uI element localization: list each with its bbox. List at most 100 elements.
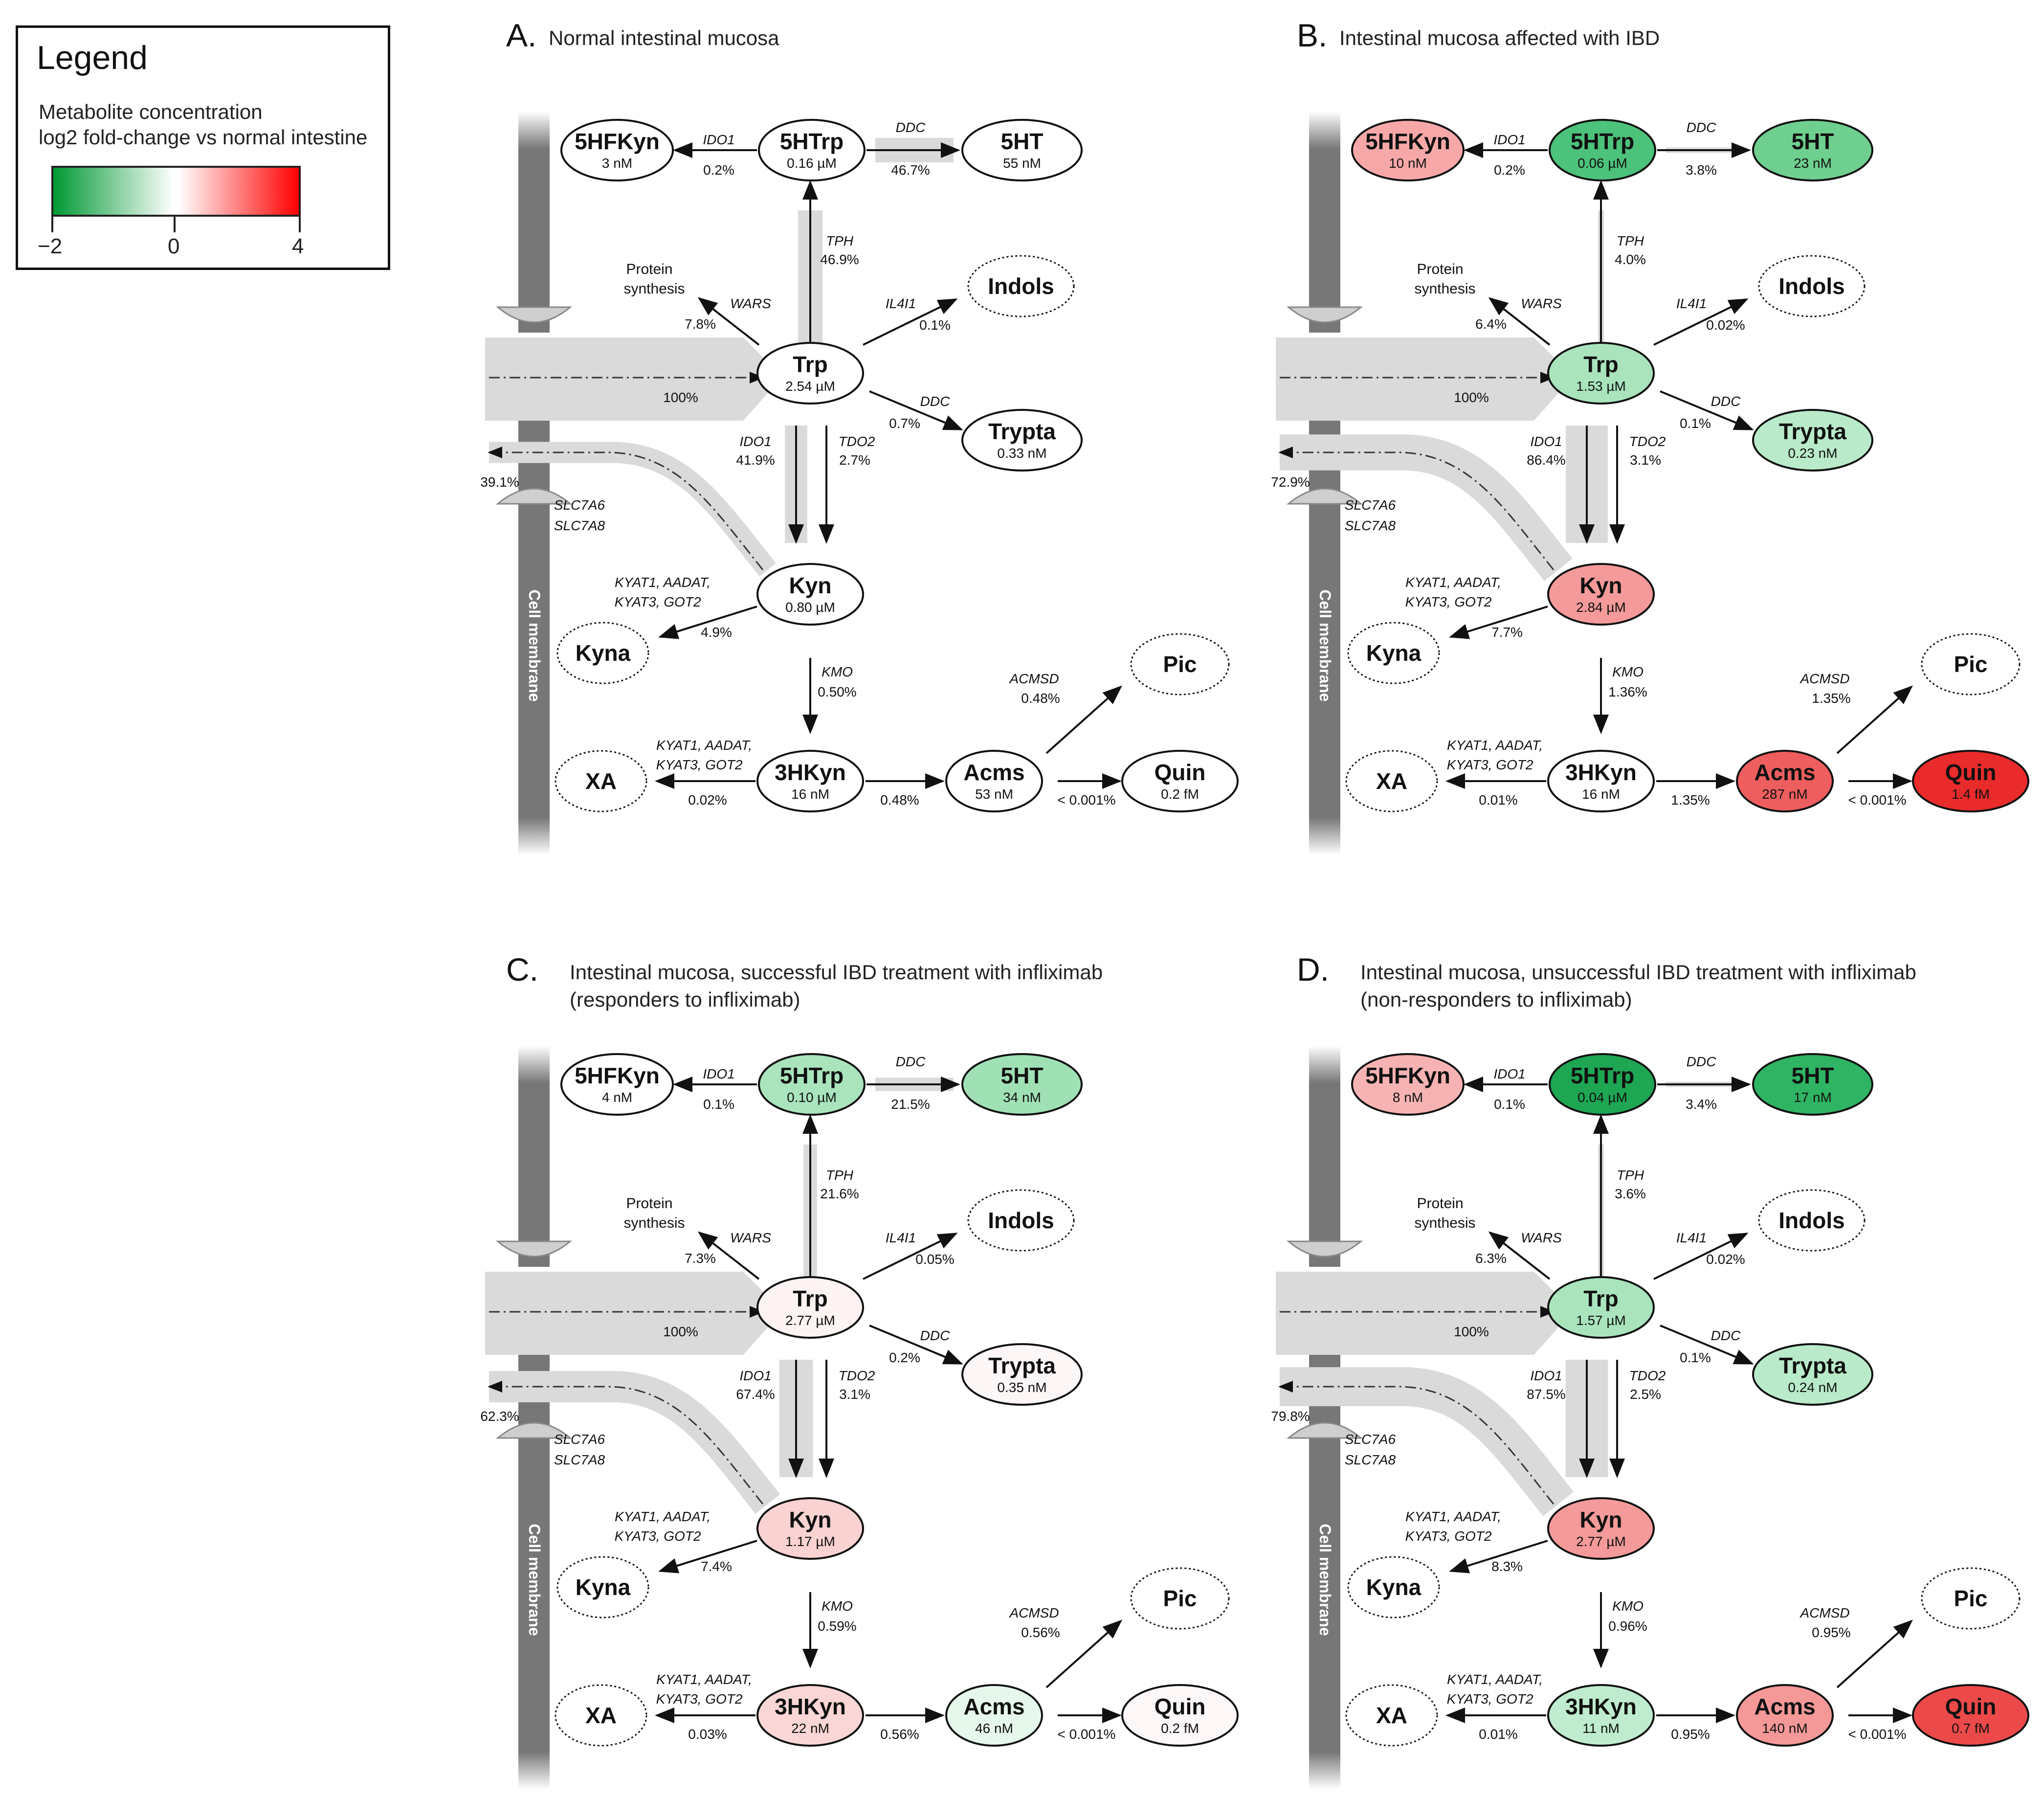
efflux-arrow [1278, 1381, 1555, 1505]
panel-letter: D. [1297, 951, 1329, 988]
node-trypta [961, 409, 1083, 472]
il4i1-percent: 0.1% [919, 317, 951, 333]
node-acms [1736, 1684, 1834, 1747]
node-trypta-conc: 0.23 nM [1788, 446, 1837, 461]
node-pic [1921, 1567, 2021, 1630]
efflux-arrow [488, 1381, 764, 1505]
wars-percent: 7.8% [685, 316, 716, 332]
kyat-kyna-label-1: KYAT1, AADAT, [1405, 575, 1501, 590]
kyat-xa-label-1: KYAT1, AADAT, [1447, 738, 1543, 753]
ido1-label: IDO1 [1530, 1368, 1562, 1383]
node-5ht-conc: 23 nM [1794, 156, 1832, 171]
node-trp-label: Trp [793, 352, 828, 377]
node-quin-label: Quin [1155, 760, 1206, 785]
protein-synthesis-1: Protein [1417, 261, 1463, 277]
node-trypta-label: Trypta [1779, 419, 1846, 444]
node-quin-conc: 1.4 fM [1952, 787, 1990, 802]
node-5htrp [1549, 1053, 1656, 1116]
transporter-bottom [495, 1422, 573, 1439]
kyna-percent: 7.7% [1491, 625, 1523, 640]
legend-tick-low [51, 217, 53, 232]
protein-synthesis-1: Protein [626, 261, 672, 277]
node-kyna-label: Kyna [576, 1574, 631, 1600]
influx-band [485, 1272, 782, 1355]
influx-percent: 100% [1454, 1324, 1489, 1339]
node-5hfkyn-label: 5HFKyn [1365, 1063, 1450, 1088]
il4i1-label: IL4I1 [1676, 1230, 1707, 1245]
tdo2-label: TDO2 [1629, 1368, 1666, 1383]
acmsd-arrow [1836, 1619, 1913, 1688]
node-xa-label: XA [585, 768, 617, 794]
node-3hkyn-label: 3HKyn [1565, 760, 1637, 785]
node-5ht-label: 5HT [1792, 129, 1834, 154]
node-pic-label: Pic [1954, 652, 1987, 677]
ido1-top-label: IDO1 [703, 132, 734, 147]
protein-synthesis-2: synthesis [1414, 1215, 1475, 1231]
node-kyn [756, 563, 864, 626]
tph-label: TPH [826, 1168, 854, 1183]
transporter-top [1286, 306, 1363, 323]
ido1-top-label: IDO1 [1493, 132, 1525, 147]
node-3hkyn [1547, 1684, 1655, 1747]
node-5hfkyn [1351, 119, 1465, 181]
cell-membrane [518, 1046, 550, 1789]
ddc-trypta-label: DDC [1711, 1328, 1741, 1343]
cell-membrane [1309, 1046, 1340, 1789]
node-quin [1912, 1684, 2029, 1747]
wars-percent: 7.3% [685, 1251, 716, 1266]
ido1-top-label: IDO1 [1493, 1066, 1525, 1081]
panel-title-line-1: Intestinal mucosa, unsuccessful IBD trea… [1360, 961, 1916, 984]
efflux-percent: 72.9% [1271, 474, 1310, 490]
ddc-trypta-arrow [869, 390, 963, 430]
node-kyn [1547, 1497, 1655, 1560]
acmsd-percent: 0.95% [1812, 1625, 1850, 1640]
node-acms-conc: 287 nM [1762, 787, 1807, 802]
node-5ht-label: 5HT [1001, 1063, 1044, 1088]
node-5hfkyn-conc: 8 nM [1393, 1090, 1423, 1105]
ido1-top-percent: 0.1% [703, 1097, 734, 1112]
kyat-xa-label-1: KYAT1, AADAT, [656, 1672, 752, 1687]
slc-label-1: SLC7A6 [554, 497, 605, 513]
node-3hkyn-label: 3HKyn [775, 760, 846, 785]
node-5htrp [758, 119, 866, 181]
xa-percent: 0.03% [688, 1727, 727, 1742]
quin-percent: < 0.001% [1057, 792, 1115, 808]
panel-title-line-2: (responders to infliximab) [570, 988, 800, 1011]
ddc-trypta-arrow [1660, 1325, 1754, 1365]
ido1-top-label: IDO1 [703, 1066, 734, 1081]
legend-line-2: log2 fold-change vs normal intestine [39, 126, 368, 149]
ido1-percent: 67.4% [736, 1387, 775, 1402]
panel-letter: C. [506, 951, 538, 988]
wars-arrow [697, 297, 760, 346]
panel-c: C.Intestinal mucosa, successful IBD trea… [480, 951, 1239, 1789]
node-5ht [1752, 119, 1873, 181]
node-3hkyn-conc: 16 nM [1582, 787, 1620, 802]
node-5htrp-conc: 0.16 µM [787, 156, 837, 171]
kmo-percent: 0.96% [1608, 1618, 1647, 1634]
node-quin [1912, 750, 2029, 812]
xa-percent: 0.01% [1479, 1727, 1517, 1742]
xa-percent: 0.02% [688, 792, 727, 808]
node-3hkyn-conc: 16 nM [791, 787, 829, 802]
ddc-top-label: DDC [896, 120, 926, 135]
slc-label-2: SLC7A8 [554, 518, 605, 533]
node-kyn-label: Kyn [1580, 1507, 1622, 1532]
kmo-label: KMO [822, 1598, 853, 1614]
wars-label: WARS [1521, 1230, 1562, 1245]
acms-percent: 0.48% [880, 792, 919, 808]
node-5htrp-conc: 0.06 µM [1577, 156, 1627, 171]
node-kyna [1347, 1556, 1440, 1618]
node-trp [1547, 1276, 1655, 1339]
node-acms [1736, 750, 1834, 812]
legend-tick-label-low: −2 [38, 234, 63, 258]
legend-tick-mid [174, 217, 176, 232]
kmo-label: KMO [1612, 664, 1644, 679]
wars-label: WARS [730, 296, 771, 311]
node-5htrp [758, 1053, 866, 1116]
node-acms-conc: 46 nM [975, 1721, 1013, 1736]
node-pic [1921, 633, 2021, 696]
node-indols [1758, 1189, 1866, 1252]
il4i1-arrow [1653, 1233, 1749, 1280]
influx-band [1276, 1272, 1573, 1355]
acmsd-label: ACMSD [1799, 671, 1849, 686]
